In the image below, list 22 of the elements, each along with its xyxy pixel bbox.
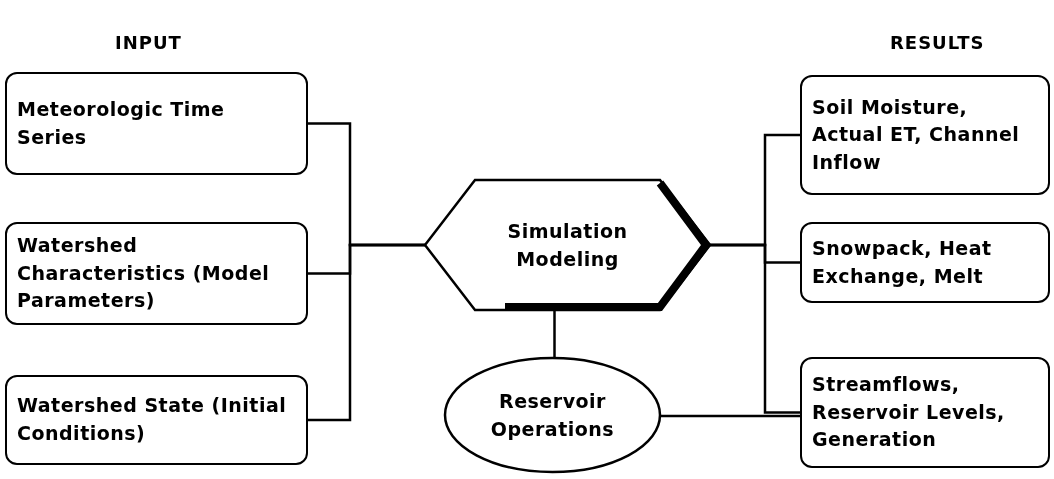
connector-line (308, 243, 425, 422)
connector-line (660, 414, 800, 418)
process-box (5, 375, 308, 465)
connector-line (710, 243, 800, 414)
node-label: Reservoir Operations (489, 388, 616, 442)
node-label: Meteorologic Time Series (17, 96, 226, 150)
node-label: Watershed Characteristics (Model Parameters) (17, 233, 271, 314)
column-heading: INPUT (115, 32, 182, 53)
process-box (800, 222, 1050, 303)
connector-line (553, 310, 556, 358)
process-box (5, 72, 308, 175)
node-label: Watershed State (Initial Conditions) (17, 393, 288, 446)
process-box (5, 222, 308, 325)
node-label: Streamflows, Reservoir Levels, Generation (812, 372, 1006, 453)
process-box (800, 357, 1050, 468)
node-label: Simulation Modeling (506, 218, 629, 272)
node-label: Soil Moisture, Actual ET, Channel Inflow (812, 94, 1021, 175)
node-label: Snowpack, Heat Exchange, Melt (812, 235, 993, 289)
process-box (800, 75, 1050, 195)
process-hexagon (425, 180, 710, 310)
column-heading: RESULTS (890, 32, 985, 53)
process-ellipse (445, 358, 660, 472)
